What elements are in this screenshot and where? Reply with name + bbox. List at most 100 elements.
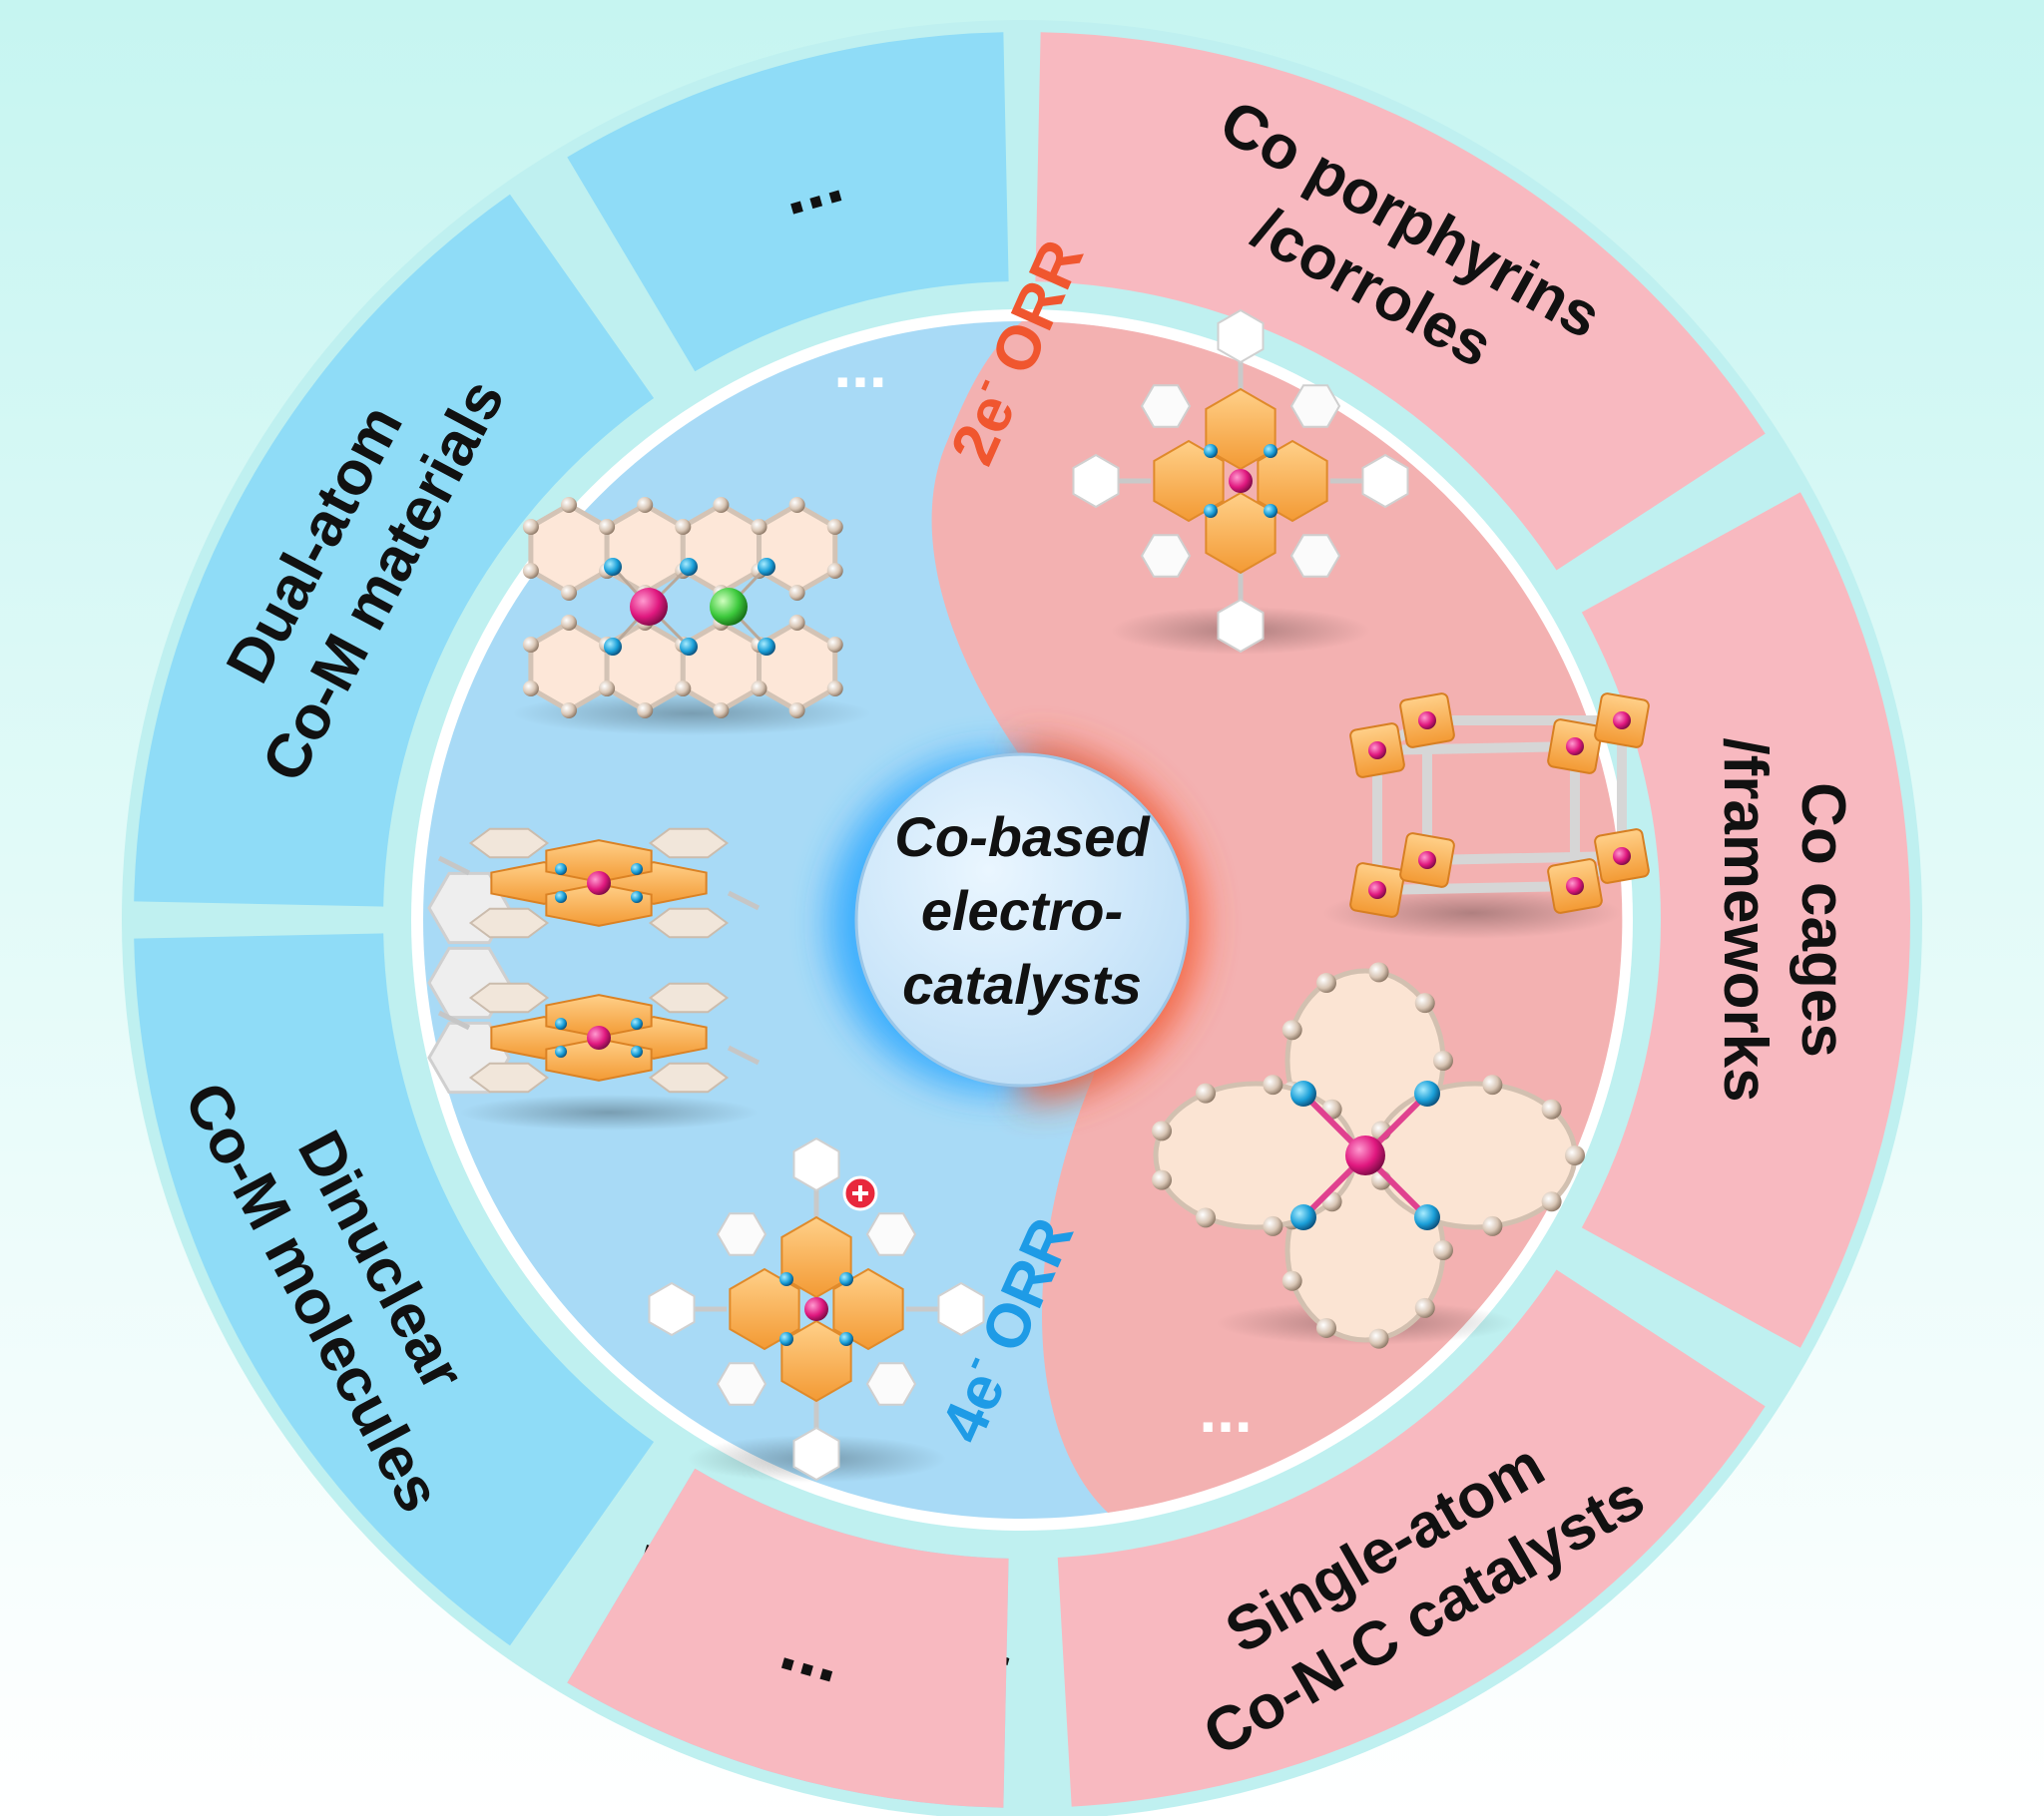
carbon-atom	[1541, 1099, 1562, 1120]
substituent-ring	[1217, 598, 1265, 654]
center-label-line1: Co-based	[894, 805, 1151, 868]
carbon-atom	[1196, 1207, 1216, 1228]
cobalt-atom	[1418, 711, 1436, 729]
cobalt-atom	[1368, 881, 1386, 899]
single-atom-catalyst-illustration	[1152, 962, 1585, 1349]
segment-ellipsis-top	[567, 32, 1009, 372]
carbon-atom	[1368, 1328, 1389, 1349]
cobalt-atom	[587, 1026, 611, 1050]
graphene-ring	[757, 502, 838, 596]
nitrogen-atom	[555, 1046, 567, 1058]
carbon-atom	[599, 681, 616, 696]
graphene-ring	[680, 502, 763, 596]
pyrrole-side-ring	[865, 1362, 917, 1406]
side-ring	[648, 1062, 730, 1094]
nitrogen-atom	[779, 1332, 793, 1346]
carbon-atom	[1433, 1051, 1453, 1071]
side-ring	[468, 1062, 550, 1094]
bond	[727, 1045, 761, 1066]
cobalt-atom	[1566, 877, 1584, 895]
cage-framework-illustration	[1322, 692, 1650, 939]
cobalt-atom	[804, 1297, 828, 1321]
carbon-atom	[713, 702, 730, 718]
nitrogen-atom	[1264, 444, 1278, 458]
nitrogen-atom	[631, 891, 643, 903]
segment-porphyrins	[1035, 32, 1766, 571]
graphene-ring	[604, 620, 686, 713]
orange-ring	[832, 1267, 904, 1351]
bond	[437, 1010, 471, 1031]
carbon-atom	[1152, 1169, 1173, 1190]
segment-label-cages: Co cages/frameworks	[1711, 737, 1857, 1102]
side-ring	[648, 827, 730, 859]
nitrogen-atom	[1414, 1081, 1440, 1107]
carbon-atom	[637, 497, 654, 513]
carbon-atom	[522, 681, 539, 696]
carbon-atom	[1196, 1083, 1216, 1104]
cobalt-atom	[630, 588, 668, 626]
graphene-ring	[528, 620, 610, 713]
carbon-atom	[1565, 1145, 1585, 1165]
carbon-atom	[1414, 993, 1435, 1014]
carbon-atom	[1368, 962, 1389, 983]
pyrrole-side-ring	[1289, 384, 1341, 428]
carbon-atom	[788, 585, 805, 601]
cobalt-atom	[1613, 711, 1631, 729]
inner-ellipsis-blue: ...	[833, 329, 886, 401]
nitrogen-atom	[680, 638, 698, 656]
graphene-ring	[604, 502, 686, 596]
cobalt-atom	[1418, 851, 1436, 869]
carbon-atom	[1263, 1075, 1283, 1096]
segment-single-atom	[1057, 1269, 1766, 1807]
bond	[727, 890, 761, 911]
carbon-atom	[826, 637, 843, 653]
bond	[1376, 741, 1576, 755]
pyrrole-side-ring	[865, 1212, 917, 1256]
nitrogen-atom	[1290, 1204, 1316, 1230]
segment-label-line: Co cages	[1788, 782, 1857, 1058]
nitrogen-atom	[1290, 1081, 1316, 1107]
segment-cages	[1581, 492, 1910, 1348]
nitrogen-atom	[779, 1272, 793, 1286]
carbon-atom	[826, 519, 843, 535]
carbon-atom	[1482, 1075, 1503, 1096]
nitrogen-atom	[631, 1046, 643, 1058]
nitrogen-atom	[555, 1018, 567, 1030]
substituent-ring	[1072, 453, 1120, 509]
carbon-atom	[522, 637, 539, 653]
nitrogen-atom	[758, 638, 775, 656]
nitrogen-atom	[631, 1018, 643, 1030]
carbon-atom	[675, 681, 692, 696]
nitrogen-atom	[680, 558, 698, 576]
orange-ring	[545, 1038, 653, 1082]
nitrogen-atom	[1204, 504, 1218, 518]
pyrrole-side-ring	[1140, 534, 1192, 578]
orange-ring	[729, 1267, 800, 1351]
carbon-atom	[788, 615, 805, 631]
carbon-atom	[1152, 1121, 1173, 1141]
orange-ring	[1257, 439, 1328, 523]
cobalt-atom	[587, 871, 611, 895]
carbon-atom	[561, 585, 577, 601]
carbon-atom	[561, 497, 577, 513]
graphene-ring	[757, 620, 838, 713]
carbon-atom	[788, 497, 805, 513]
pyrrole-side-ring	[1140, 384, 1192, 428]
cobalt-atom	[1229, 469, 1253, 493]
carbon-atom	[1281, 1020, 1302, 1041]
nitrogen-atom	[555, 863, 567, 875]
carbon-atom	[751, 681, 767, 696]
dual-atom-material-illustration	[512, 497, 871, 735]
carbon-atom	[1541, 1191, 1562, 1212]
nitrogen-atom	[555, 891, 567, 903]
bond	[1426, 851, 1623, 865]
pyrrole-side-ring	[1289, 534, 1341, 578]
carbon-atom	[1316, 973, 1336, 994]
graphene-ring	[528, 502, 610, 596]
nitrogen-atom	[839, 1332, 853, 1346]
substituent-ring	[648, 1281, 696, 1337]
carbon-atom	[713, 497, 730, 513]
segment-dinuclear	[134, 933, 655, 1646]
carbon-atom	[1433, 1240, 1453, 1260]
